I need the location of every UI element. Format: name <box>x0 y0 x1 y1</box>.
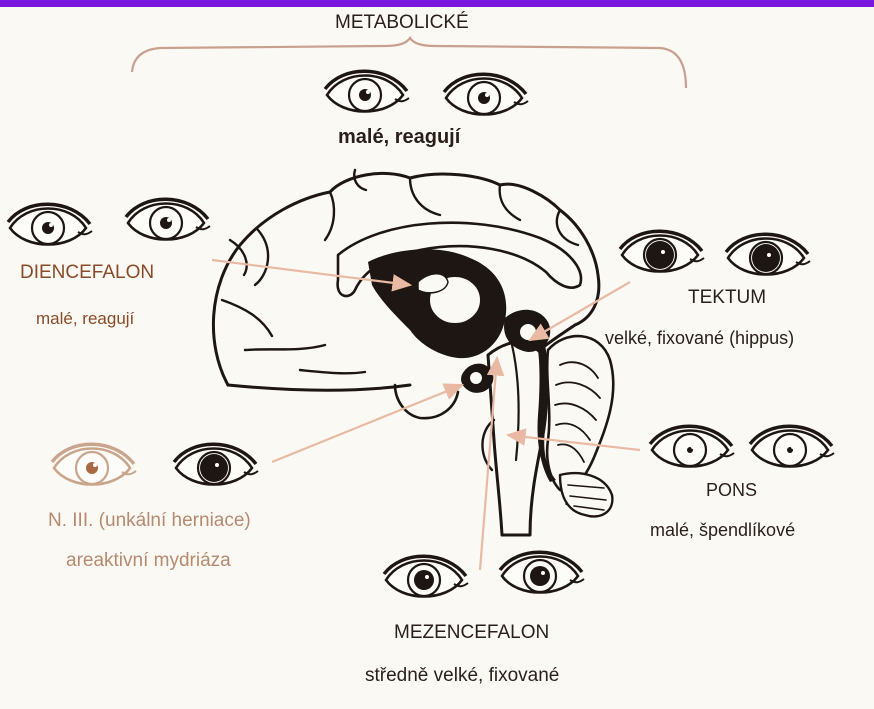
eye-icon <box>52 444 136 484</box>
sulcus <box>500 185 520 220</box>
label-diencephalon-title: DIENCEFALON <box>20 262 154 284</box>
eye-icon <box>620 231 704 271</box>
label-cn3-desc: areaktivní mydriáza <box>66 550 231 572</box>
frontal-base <box>228 385 410 390</box>
sulcus <box>222 300 272 336</box>
label-tectum-desc: velké, fixované (hippus) <box>605 328 794 349</box>
label-cn3-title: N. III. (unkální herniace) <box>48 510 251 532</box>
eye-icon <box>8 204 92 244</box>
label-mesencephalon-desc: středně velké, fixované <box>365 665 559 687</box>
aqueduct <box>512 345 519 460</box>
arrow-cn3 <box>272 385 462 462</box>
label-mesencephalon-title: MEZENCEFALON <box>394 622 549 644</box>
label-tectum-title: TEKTUM <box>688 287 766 309</box>
eye-icon <box>726 234 810 274</box>
label-metabolic-desc: malé, reagují <box>338 126 460 149</box>
sulcus <box>245 345 325 350</box>
eye-icon <box>444 74 528 114</box>
sulcus <box>410 178 440 215</box>
label-pons-title: PONS <box>706 480 757 501</box>
label-metabolic-title: METABOLICKÉ <box>335 12 469 34</box>
metabolic-brace <box>132 38 686 88</box>
label-pons-desc: malé, špendlíkové <box>650 520 795 541</box>
cerebellum <box>547 336 613 491</box>
eye-icon <box>500 552 584 592</box>
sulcus <box>354 170 366 190</box>
eye-icon <box>750 426 834 466</box>
sulcus <box>325 192 334 240</box>
eye-icon <box>650 426 734 466</box>
eye-icon <box>126 199 210 239</box>
sulcus <box>300 370 365 373</box>
brain-sagittal-section <box>213 170 613 535</box>
sulcus <box>255 230 268 285</box>
label-diencephalon-desc: malé, reagují <box>36 309 134 329</box>
eye-icon <box>174 444 258 484</box>
eye-icon <box>384 556 468 596</box>
eye-icon <box>325 71 409 111</box>
